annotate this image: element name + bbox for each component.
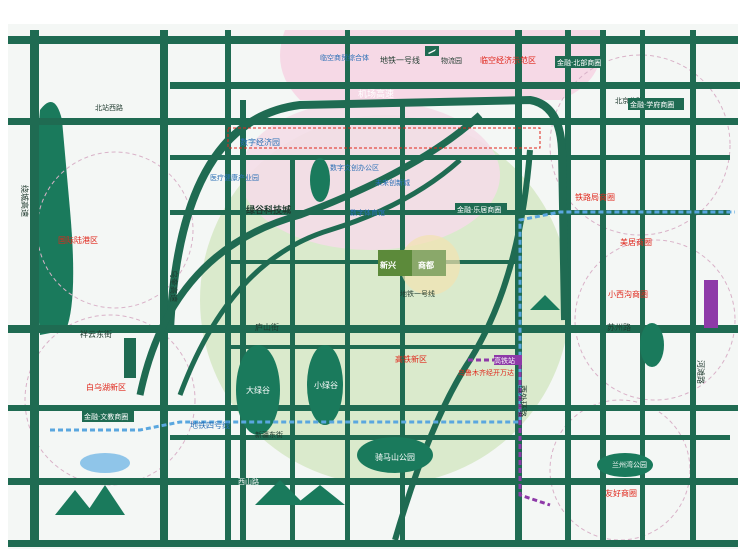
label-children-park: 兰州湾公园 [612, 460, 647, 469]
tag-finance: 金融·乐居商圈 [455, 203, 507, 215]
tag-north2: 金融·北部商圈 [555, 56, 603, 68]
label-green-valley: 绿谷科技城 [246, 204, 291, 216]
label-horse-park: 骑马山公园 [375, 452, 415, 462]
mountain-icon [55, 295, 560, 515]
diagonal-expressway-2 [177, 158, 462, 396]
xinlan-circle [36, 151, 194, 309]
svg-text:金融·学府商圈: 金融·学府商圈 [630, 100, 674, 109]
project-name-a: 新兴 [380, 260, 396, 270]
label-digital-economy: 数字经济园 [240, 137, 280, 147]
label-baiwu-lake: 白乌湖新区 [86, 382, 126, 392]
label-west-ring: 西外环路 [518, 385, 528, 417]
horizontal-roads [8, 36, 740, 547]
label-small-xihu: 小西沟商圈 [608, 289, 648, 299]
svg-text:金融·文教商圈: 金融·文教商圈 [84, 412, 128, 421]
tag-culture: 金融·文教商圈 [82, 410, 134, 422]
label-xiangyun: 祥云东街 [80, 329, 112, 339]
tag-east [704, 280, 718, 328]
label-airport-zone: 临空经济示范区 [480, 55, 536, 65]
project-left-block [378, 250, 412, 276]
label-youhao: 友好商圈 [605, 488, 637, 498]
big-green-valley-lake [236, 345, 280, 435]
tag-north: 金融·学府商圈 [628, 98, 684, 110]
diagonal-expressway [136, 112, 483, 396]
label-iron-road: 铁路局商圈 [575, 192, 615, 202]
label-airport: 物流园 [441, 56, 462, 65]
project-name-b: 商都 [418, 260, 434, 270]
east-park [640, 323, 664, 367]
label-xinlan-port: 国际陆港区 [58, 235, 98, 245]
label-xinxi: 新疆东街 [255, 430, 283, 439]
left-lake [35, 102, 74, 335]
label-digital-park: 数字文创办公区 [330, 163, 379, 172]
label-health: 医疗健康产业园 [210, 173, 259, 182]
south-lake [80, 453, 130, 473]
label-metro4: 地铁四号线 [190, 420, 230, 430]
label-airport-complex: 临空商贸综合体 [320, 53, 369, 62]
project-right-block [412, 250, 446, 276]
label-future-city: 未来创新城 [375, 178, 410, 187]
label-suzhou: 苏州路 [607, 322, 631, 332]
label-lushan: 庐山街 [255, 322, 279, 332]
label-xian-forest: 绕城高速 [20, 185, 30, 217]
train-icon [494, 355, 522, 365]
label-wuyi: 乌奎高速 [169, 270, 179, 302]
label-north-station: 北站西路 [95, 103, 123, 112]
digital-frame [227, 127, 541, 149]
children-park [597, 453, 653, 477]
label-hehe: 河滩路 [696, 360, 706, 384]
label-xishan: 西山路 [238, 477, 259, 486]
svg-text:金融·乐居商圈: 金融·乐居商圈 [457, 205, 501, 214]
svg-text:金融·北部商圈: 金融·北部商圈 [557, 58, 601, 67]
airplane-icon [425, 46, 439, 56]
horse-mountain-lake [357, 437, 433, 473]
label-small-valley: 小绿谷 [314, 381, 338, 390]
label-big-valley: 大绿谷 [246, 385, 270, 395]
metro-line4 [50, 210, 735, 432]
label-metro-line1: 地铁一号线 [380, 55, 420, 65]
tag-metro [124, 338, 136, 378]
label-meiju: 美居商圈 [620, 237, 652, 247]
label-rail-station: 高铁站 [494, 356, 515, 365]
label-digital-cloud: 数字体育馆 [350, 208, 385, 217]
north-lake [310, 158, 330, 202]
label-industry: 乌鲁木齐经开万达 [458, 368, 514, 377]
loop-highway [166, 95, 569, 331]
small-green-valley-lake [307, 345, 343, 425]
east-circle [574, 239, 736, 401]
project-caption: 地铁一号线 [400, 289, 435, 298]
label-airport-road: 机场高速 [358, 88, 394, 100]
label-rail-district: 高铁新区 [395, 354, 427, 364]
